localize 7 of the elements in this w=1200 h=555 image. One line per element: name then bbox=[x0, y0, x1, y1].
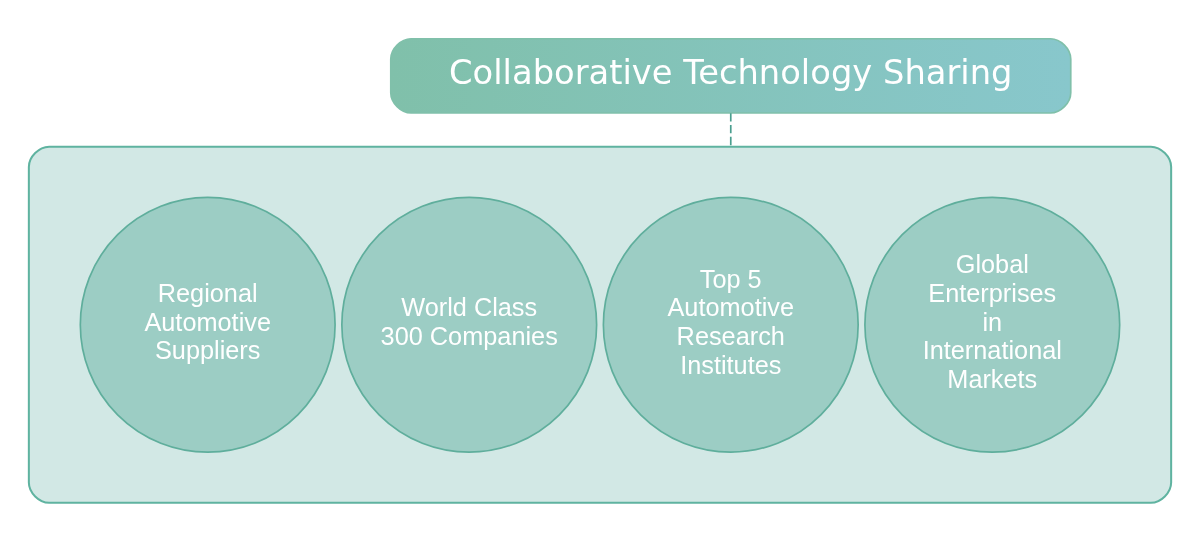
cluster bbox=[27, 145, 1173, 504]
node-circle: Global Enterprises in International Markets bbox=[864, 196, 1121, 453]
node-circle: Top 5 Automotive Research Institutes bbox=[602, 196, 859, 453]
node-box: Collaborative Technology Sharing bbox=[389, 37, 1072, 114]
node-circle: World Class 300 Companies bbox=[341, 196, 598, 453]
node-circle: Regional Automotive Suppliers bbox=[79, 196, 336, 453]
connector bbox=[729, 112, 732, 148]
